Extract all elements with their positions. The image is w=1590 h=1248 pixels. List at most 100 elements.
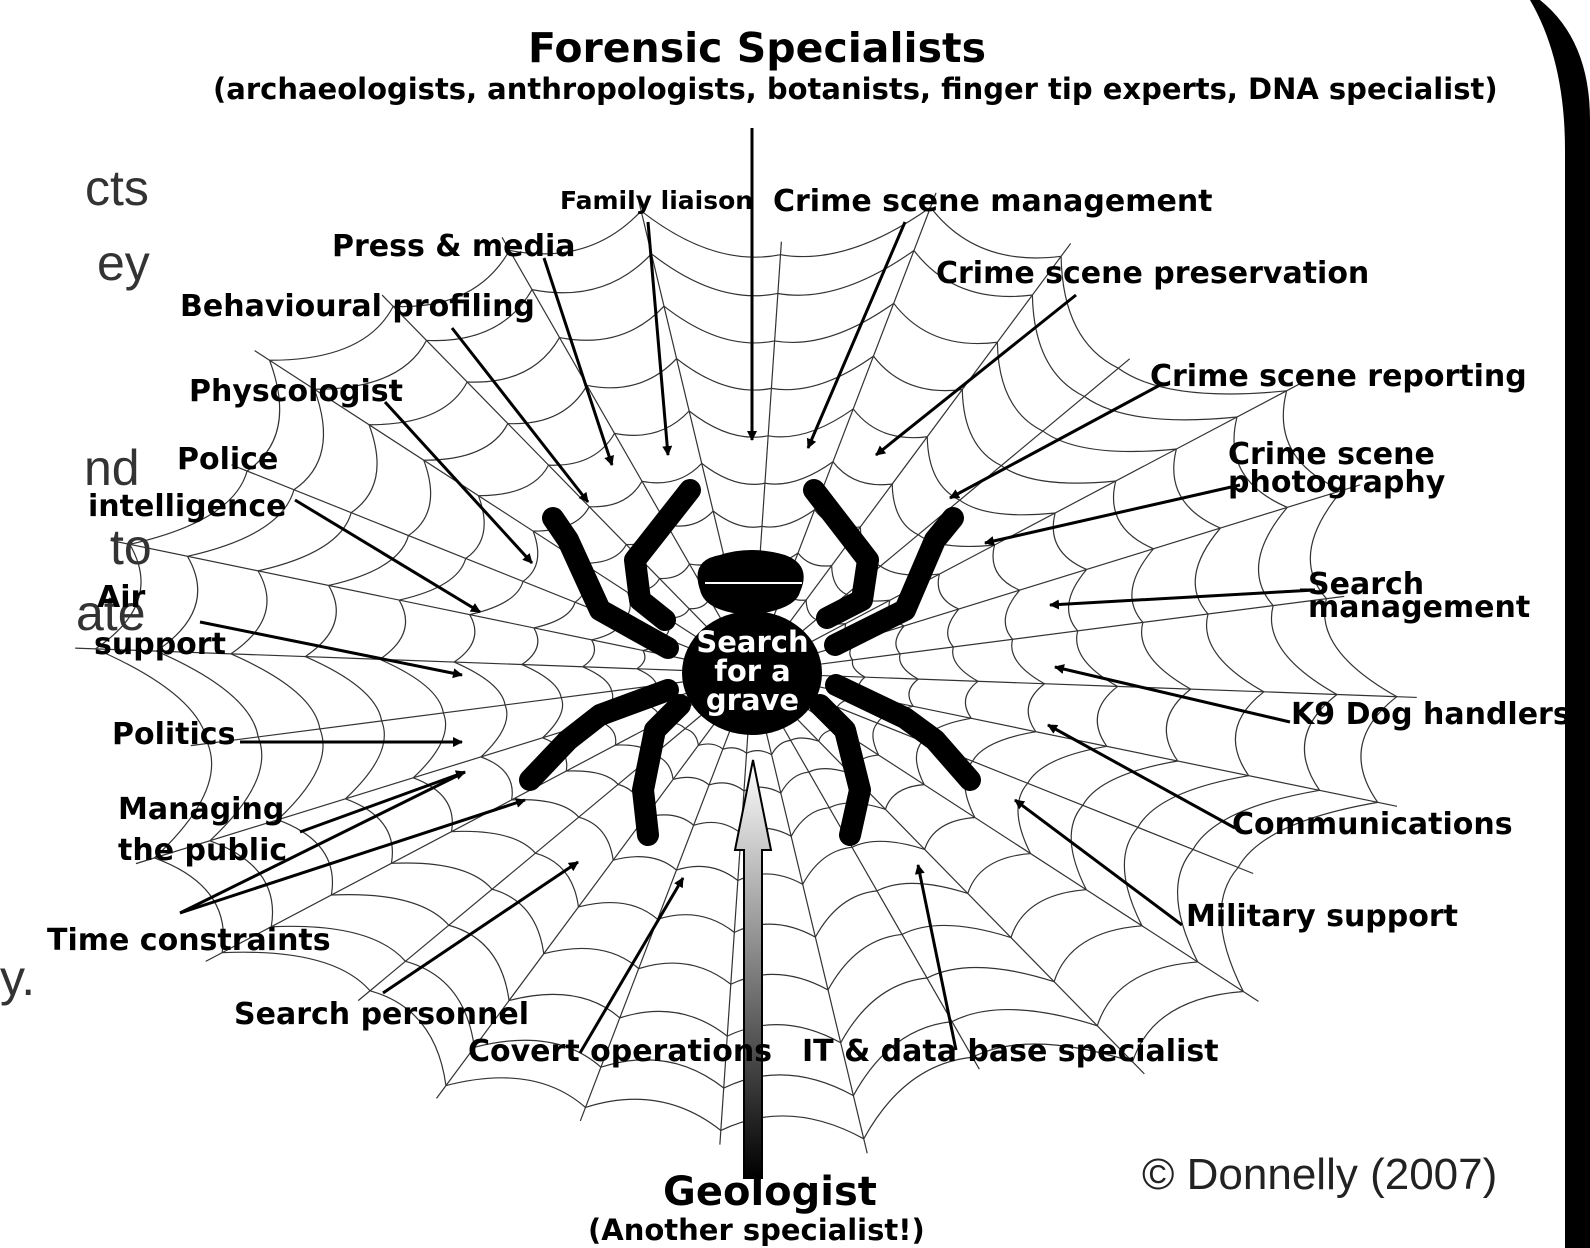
web-ring-segment (948, 609, 959, 647)
label-press-media: Press & media (332, 232, 576, 262)
label-arrow (648, 222, 668, 455)
web-ring-segment (832, 566, 847, 595)
center-line-3: grave (695, 686, 810, 715)
web-ring-segment (965, 681, 978, 718)
web-ring-segment (351, 425, 377, 513)
web-ring-segment (894, 303, 998, 343)
web-ring-segment (762, 510, 815, 527)
web-ring-segment (852, 660, 865, 677)
web-ring-segment (1054, 926, 1142, 982)
web-ring-segment (391, 863, 492, 889)
center-line-1: Search (695, 628, 810, 657)
web-ring-segment (677, 359, 772, 390)
web-ring-segment (892, 484, 918, 535)
web-ring-segment (968, 854, 1031, 894)
web-ring-segment (651, 254, 777, 296)
web-ring-segment (900, 654, 919, 679)
label-family-liaison: Family liaison (560, 188, 753, 213)
label-arrow (1015, 800, 1182, 925)
web-ring-segment (454, 615, 475, 662)
web-ring-segment (1083, 761, 1178, 805)
web-ring-segment (452, 831, 536, 853)
title: Forensic Specialists (528, 28, 986, 69)
label-crime-scene-photography-2: photography (1228, 468, 1445, 498)
web-ring-segment (803, 847, 852, 884)
web-ring-segment (873, 356, 962, 390)
web-ring-segment (637, 650, 645, 668)
web-ring-segment (449, 925, 509, 1000)
label-politics: Politics (112, 720, 235, 750)
web-ring-segment (676, 866, 737, 880)
label-it-database-specialist: IT & data base specialist (802, 1037, 1219, 1067)
label-arrow (918, 865, 956, 1050)
web-ring-segment (713, 511, 762, 527)
web-ring-segment (658, 915, 735, 933)
web-ring-segment (231, 654, 320, 729)
web-ring-segment (1005, 590, 1019, 639)
label-k9-dog-handlers: K9 Dog handlers (1291, 700, 1571, 730)
web-ring-segment (927, 968, 1054, 982)
web-ring-segment (466, 496, 484, 559)
web-ring-segment (873, 723, 879, 755)
web-ring-segment (1011, 890, 1086, 938)
label-arrow (876, 295, 1076, 455)
web-ring-segment (481, 705, 507, 757)
web-ring-segment (492, 889, 544, 954)
web-ring-segment (709, 783, 744, 791)
label-arrow (452, 328, 588, 502)
web-ring-segment (953, 647, 978, 681)
web-ring-segment (583, 667, 612, 691)
web-ring-segment (446, 1078, 586, 1108)
web-ring-segment (765, 462, 833, 484)
web-ring-segment (791, 808, 829, 837)
label-managing: Managing (118, 795, 284, 825)
web-spoke (818, 675, 1416, 697)
label-geologist-sub: (Another specialist!) (588, 1216, 925, 1245)
web-ring-segment (896, 626, 904, 654)
web-ring-segment (478, 465, 548, 496)
label-police: Police (177, 445, 278, 475)
label-time-constraints: Time constraints (47, 926, 331, 956)
web-ring-segment (620, 1011, 727, 1036)
web-ring-segment (909, 679, 918, 706)
label-covert-operations: Covert operations (468, 1037, 772, 1067)
web-ring-segment (798, 553, 832, 566)
web-ring-segment (578, 903, 657, 920)
label-search-management-2: management (1308, 593, 1530, 623)
web-ring-segment (585, 1099, 720, 1130)
web-ring-segment (566, 771, 618, 785)
web-ring-segment (534, 602, 575, 628)
web-ring-segment (424, 424, 508, 461)
label-search-personnel: Search personnel (234, 1000, 529, 1030)
web-ring-segment (885, 785, 924, 810)
web-ring-segment (613, 857, 676, 870)
web-ring-segment (543, 698, 563, 738)
web-ring-segment (660, 564, 690, 578)
label-behavioural-profiling: Behavioural profiling (180, 292, 535, 322)
web-ring-segment (637, 669, 657, 686)
web-ring-segment (305, 657, 381, 721)
web-ring-segment (852, 841, 925, 849)
web-ring-segment (454, 662, 505, 705)
label-crime-scene-management: Crime scene management (773, 187, 1213, 217)
web-ring-segment (1018, 783, 1031, 853)
subtitle: (archaeologists, anthropologists, botani… (213, 75, 1498, 104)
web-ring-segment (960, 500, 1055, 515)
label-arrow (383, 862, 578, 993)
web-ring-segment (508, 385, 587, 423)
web-ring-segment (560, 306, 664, 340)
web-ring-segment (1142, 622, 1191, 689)
label-intelligence: intelligence (88, 492, 287, 522)
web-ring-segment (778, 251, 914, 296)
web-ring-segment (833, 462, 892, 485)
web-ring-segment (815, 891, 877, 937)
web-ring-segment (1097, 962, 1197, 1026)
web-ring-segment (522, 628, 538, 665)
web-ring-segment (615, 411, 690, 435)
web-ring-segment (1043, 431, 1177, 451)
web-ring-segment (1235, 692, 1263, 776)
label-arrow (580, 878, 683, 1053)
web-ring-segment (698, 744, 722, 749)
web-ring-segment (639, 963, 731, 984)
web-ring-segment (1114, 481, 1154, 549)
